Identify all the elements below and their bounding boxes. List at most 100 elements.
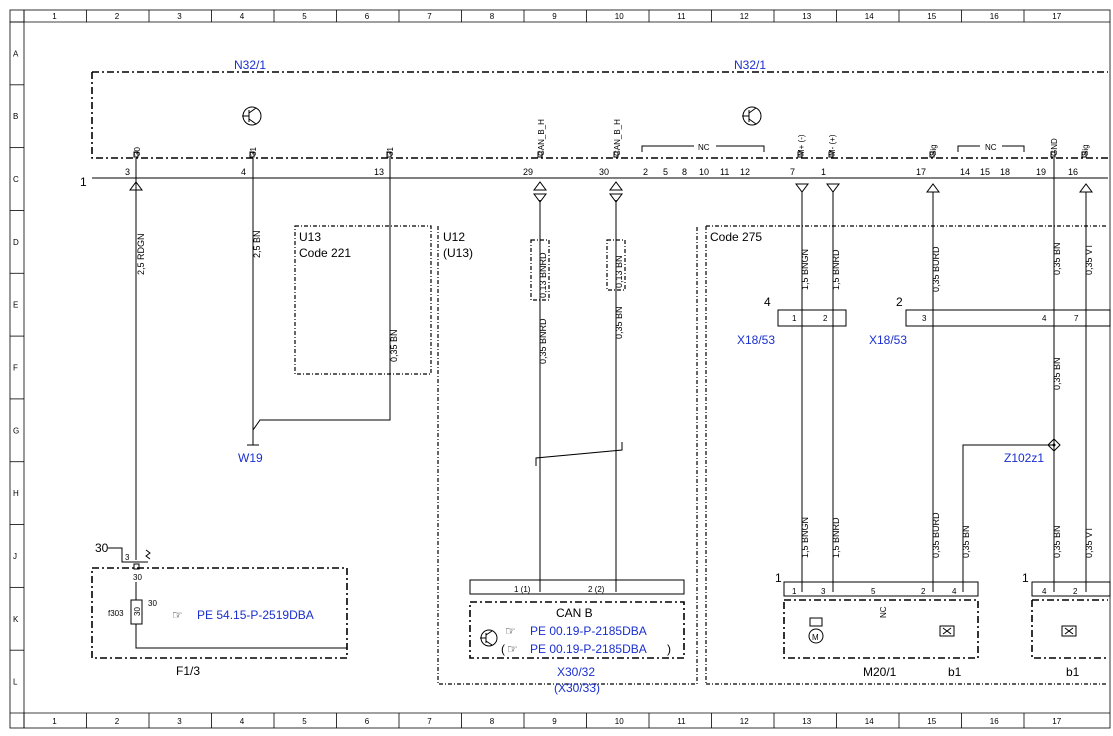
arrow-up-icon — [1079, 183, 1093, 193]
svg-text:30: 30 — [148, 599, 157, 608]
svg-text:M- (+): M- (+) — [828, 134, 837, 156]
svg-text:U13: U13 — [299, 230, 321, 244]
svg-text:f303: f303 — [108, 609, 124, 618]
svg-text:1: 1 — [792, 314, 797, 323]
w19-label[interactable]: W19 — [238, 451, 263, 465]
pin-7: M+ (-) 7 — [790, 134, 806, 177]
arrow-down-icon — [795, 183, 809, 193]
grid-column-label: 15 — [927, 12, 936, 21]
grid-column-label: 3 — [177, 12, 182, 21]
grid-column-label: 2 — [115, 717, 120, 726]
svg-text:4: 4 — [952, 587, 957, 596]
svg-text:M20/1: M20/1 — [863, 665, 897, 679]
svg-text:1 (1): 1 (1) — [514, 585, 531, 594]
svg-text:15: 15 — [980, 167, 990, 177]
svg-text:CAN_B_H: CAN_B_H — [613, 119, 622, 156]
pin-3: 30 3 — [125, 147, 142, 177]
svg-text:29: 29 — [523, 167, 533, 177]
pe-fuse-link[interactable]: PE 54.15-P-2519DBA — [197, 608, 314, 622]
grid-column-label: 12 — [740, 717, 749, 726]
svg-text:): ) — [667, 642, 671, 656]
svg-text:1: 1 — [1022, 571, 1029, 585]
x18-53-label-b[interactable]: X18/53 — [869, 333, 907, 347]
svg-text:10: 10 — [699, 167, 709, 177]
svg-text:0,35 BURD: 0,35 BURD — [931, 246, 941, 292]
wire-label: 0,13 BNRD — [538, 252, 548, 298]
grid-column-label: 15 — [927, 717, 936, 726]
svg-text:Sig: Sig — [929, 144, 938, 156]
grid-column-label: 16 — [990, 12, 999, 21]
svg-text:30: 30 — [133, 607, 142, 616]
grid-row-label: G — [13, 426, 19, 435]
svg-text:5: 5 — [871, 587, 876, 596]
wire-label: 2,5 RDGN — [136, 233, 146, 275]
grid-column-label: 14 — [865, 717, 874, 726]
svg-text:31: 31 — [249, 147, 258, 156]
grid-column-label: 12 — [740, 12, 749, 21]
grid-row-label: C — [13, 175, 19, 184]
svg-text:Code 275: Code 275 — [710, 230, 762, 244]
grid-column-label: 9 — [552, 717, 557, 726]
arrow-bidir-icon — [609, 181, 623, 203]
svg-text:0,35 VT: 0,35 VT — [1084, 526, 1094, 558]
svg-text:3: 3 — [125, 167, 130, 177]
x30-32-label[interactable]: X30/32 — [557, 665, 595, 679]
grid-column-label: 16 — [990, 717, 999, 726]
svg-text:0,35 BURD: 0,35 BURD — [931, 512, 941, 558]
arrow-up-icon — [926, 183, 940, 193]
wire-label: 2,5 BN — [252, 230, 262, 258]
svg-text:3: 3 — [922, 314, 927, 323]
z102z1-label[interactable]: Z102z1 — [1004, 451, 1044, 465]
x18-53-label-a[interactable]: X18/53 — [737, 333, 775, 347]
grid-column-label: 1 — [52, 12, 57, 21]
code-275-box — [705, 225, 1108, 685]
svg-text:1,5 BNRD: 1,5 BNRD — [831, 517, 841, 558]
svg-text:4: 4 — [1042, 587, 1047, 596]
grid-row-label: L — [13, 678, 18, 687]
grid-row-label: A — [13, 49, 19, 58]
svg-text:4: 4 — [1042, 314, 1047, 323]
grid-column-label: 17 — [1052, 717, 1061, 726]
svg-text:7: 7 — [790, 167, 795, 177]
pe-can-link-1[interactable]: PE 00.19-P-2185DBA — [530, 624, 647, 638]
pin-19: GND 19 — [1036, 138, 1059, 177]
svg-text:M: M — [812, 633, 819, 642]
f1-3-label: F1/3 — [176, 664, 200, 678]
svg-text:b1: b1 — [948, 665, 962, 679]
svg-text:2: 2 — [921, 587, 926, 596]
x18-53-connector-a — [777, 309, 847, 327]
svg-text:1: 1 — [775, 571, 782, 585]
pin-17: Sig 17 — [916, 144, 938, 177]
transistor-icon — [242, 106, 262, 126]
pin-1: M- (+) 1 — [821, 134, 837, 177]
svg-text:17: 17 — [916, 167, 926, 177]
svg-text:1,5 BNGN: 1,5 BNGN — [800, 517, 810, 558]
svg-text:19: 19 — [1036, 167, 1046, 177]
x30-32-connector — [469, 579, 685, 595]
svg-text:0,35 BN: 0,35 BN — [961, 525, 971, 558]
hand-pointer-icon: ☞ — [172, 608, 183, 622]
x30-33-label[interactable]: (X30/33) — [554, 681, 600, 695]
grid-row-label: J — [13, 552, 17, 561]
svg-text:2: 2 — [643, 167, 648, 177]
svg-text:0,35 VT: 0,35 VT — [1084, 243, 1094, 275]
svg-text:1: 1 — [792, 587, 797, 596]
svg-text:NC: NC — [698, 143, 710, 152]
pin-29: CAN_B_H 29 — [523, 119, 546, 177]
svg-text:3: 3 — [125, 553, 130, 562]
grid-column-label: 4 — [240, 12, 245, 21]
grid-row-label: H — [13, 489, 19, 498]
grid-column-label: 6 — [365, 717, 370, 726]
n32-1-label-left[interactable]: N32/1 — [234, 58, 266, 72]
pin-30: CAN_B_H 30 — [599, 119, 622, 177]
grid-row-label: E — [13, 301, 18, 310]
nc-group-2: NC 14 15 18 — [957, 141, 1025, 177]
svg-text:1: 1 — [821, 167, 826, 177]
pe-can-link-2[interactable]: PE 00.19-P-2185DBA — [530, 642, 647, 656]
transistor-icon — [480, 629, 498, 647]
n32-1-label-right[interactable]: N32/1 — [734, 58, 766, 72]
svg-text:b1: b1 — [1066, 665, 1080, 679]
wire-label: 0,35 BN — [389, 329, 399, 362]
svg-text:5: 5 — [663, 167, 668, 177]
